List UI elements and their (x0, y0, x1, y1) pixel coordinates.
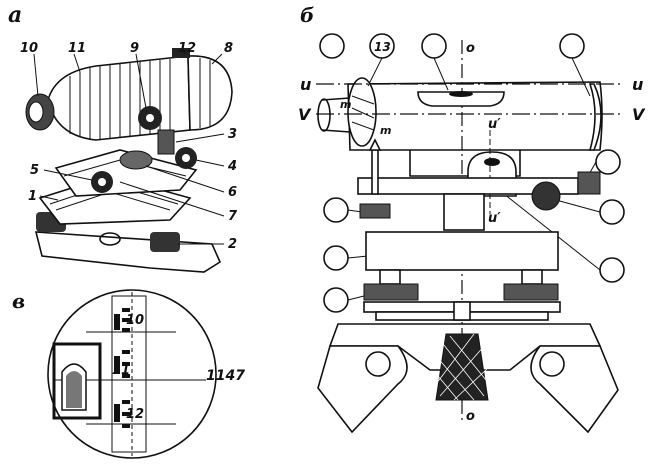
label-6: 6 (228, 185, 237, 200)
axis-o-bottom: o (466, 409, 475, 424)
label-4: 4 (227, 159, 237, 174)
axis-u-left: u (300, 75, 311, 94)
tube-level (417, 91, 505, 107)
axis-v-left: V (298, 105, 312, 124)
bubble-frame (52, 342, 102, 420)
foot-screw-left (363, 283, 419, 301)
callout-13: 13 (374, 40, 391, 54)
label-10: 10 (20, 41, 38, 56)
scale-label-10: 10 (126, 313, 144, 328)
scale-label-11: 11 (112, 363, 130, 378)
tripod-leg-center (435, 333, 489, 401)
panel-b-schematic: б o o u u V V m m (298, 3, 646, 434)
column (443, 193, 485, 231)
tripod-leg-left (317, 345, 408, 434)
axis-u-right: u (632, 75, 643, 94)
label-2: 2 (228, 237, 237, 252)
axis-u1-bottom: u′ (488, 211, 501, 226)
objective-lens (588, 83, 602, 151)
label-1: 1 (28, 189, 37, 204)
label-8: 8 (224, 41, 233, 56)
axis-u1-top: u′ (488, 117, 501, 132)
label-3: 3 (228, 127, 237, 142)
reticle-circle (47, 289, 217, 459)
reading-1147: 1147 (206, 368, 245, 384)
tangent-screw (531, 181, 561, 211)
base-plate (34, 231, 222, 273)
label-11: 11 (68, 41, 86, 56)
label-9: 9 (130, 41, 139, 56)
panel-a-drawing: а (8, 2, 238, 273)
scale-label-12: 12 (126, 407, 144, 422)
mark-m2: m (380, 124, 391, 137)
screw-left (359, 203, 391, 219)
label-7: 7 (228, 209, 238, 224)
label-12: 12 (178, 41, 196, 56)
axis-v-right: V (632, 105, 646, 124)
foot-screw-right (503, 283, 559, 301)
telescope-body (47, 55, 191, 141)
panel-v-reticle: в 10 11 12 1147 (12, 289, 245, 459)
screw-right (577, 171, 601, 195)
panel-b-leaders (347, 57, 601, 301)
eyepiece-lens (317, 98, 331, 132)
tripod-leg-right (530, 345, 619, 434)
sight-12 (172, 48, 190, 58)
base-hole (99, 232, 121, 246)
pin (371, 149, 379, 195)
panel-b-letter: б (300, 3, 314, 27)
panel-a-leaders (33, 49, 225, 245)
mark-m1: m (340, 98, 351, 111)
staff-marks (114, 308, 130, 428)
label-5: 5 (30, 163, 39, 178)
limb-block (365, 231, 559, 271)
panel-v-letter: в (12, 289, 25, 313)
panel-a-letter: а (8, 2, 22, 28)
axis-o-top: o (466, 41, 475, 56)
